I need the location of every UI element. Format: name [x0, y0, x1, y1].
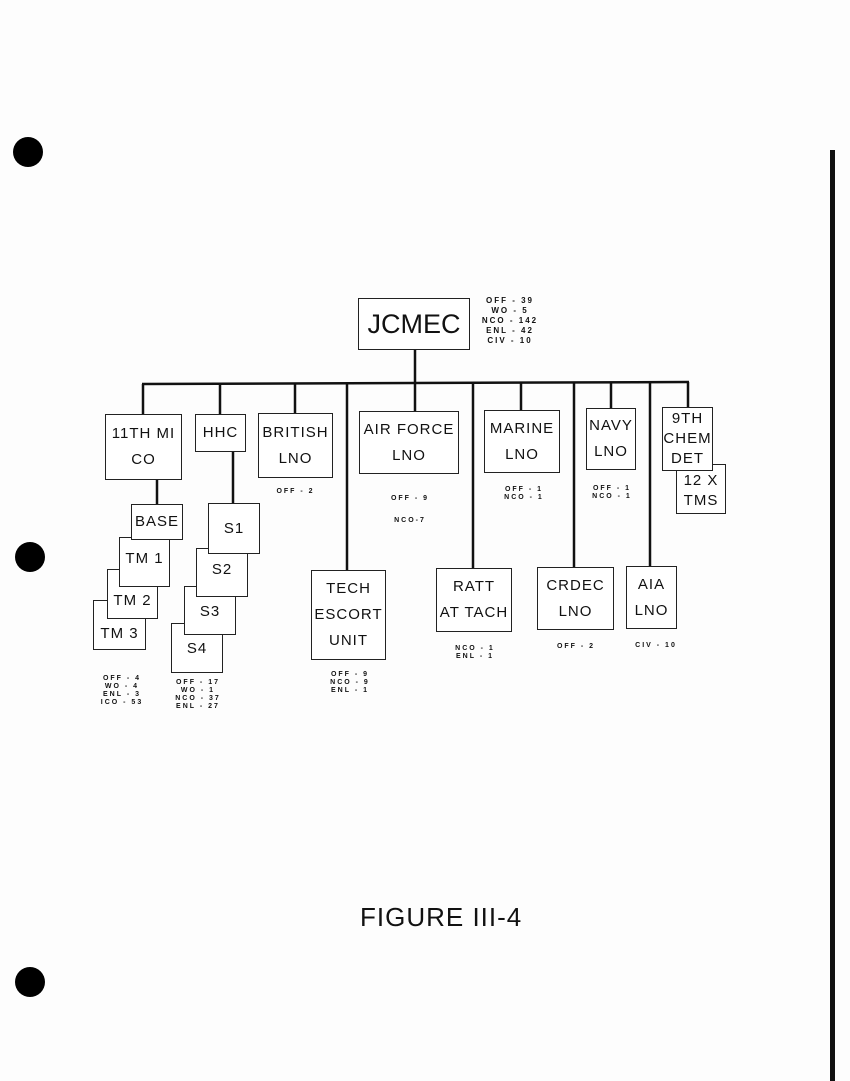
- label-text: ENL - 1: [456, 653, 494, 660]
- label-text: S3: [199, 603, 221, 620]
- label-text: WO - 4: [104, 683, 140, 690]
- label-text: CIV - 10: [635, 642, 677, 649]
- label-text: LNO: [558, 602, 593, 620]
- label-text: NCO - 1: [592, 493, 632, 500]
- label-text: MARINE: [489, 419, 555, 437]
- label-text: RATT: [452, 578, 496, 595]
- label-text: CRDEC: [546, 576, 605, 594]
- label-text: BRITISH: [262, 423, 329, 441]
- label-text: NCO - 142: [481, 316, 539, 325]
- connector-main-bar: [141, 380, 690, 386]
- british-stats: OFF - 2: [268, 488, 323, 496]
- label-text: WO - 5: [491, 306, 529, 315]
- label-text: CHEM: [663, 430, 712, 447]
- label-text: TM 2: [113, 592, 152, 609]
- label-text: OFF - 4: [102, 675, 142, 682]
- label-text: OFF - 39: [485, 296, 534, 305]
- label-text: ESCORT: [314, 606, 383, 623]
- label-text: TM 3: [100, 625, 139, 642]
- base-box: BASE: [131, 504, 183, 540]
- label-text: HHC: [202, 424, 239, 441]
- label-text: TMS: [683, 492, 719, 509]
- label-text: CIV - 10: [487, 336, 533, 345]
- ratt-attach-box: RATT AT TACH: [436, 568, 512, 632]
- label-text: AIA: [637, 575, 666, 593]
- s2-box: S2: [196, 548, 248, 597]
- label-text: OFF - 9: [390, 495, 430, 502]
- label-text: NCO-7: [394, 517, 426, 524]
- air-force-lno-box: AIR FORCE LNO: [359, 411, 459, 474]
- label-text: ENL - 1: [331, 687, 369, 694]
- 12x-tms-box: 12 X TMS: [676, 464, 726, 514]
- punch-hole: [15, 967, 45, 997]
- s1-box: S1: [208, 503, 260, 554]
- label-text: 12 X: [683, 472, 719, 489]
- label-text: 9TH: [671, 410, 704, 427]
- marine-lno-box: MARINE LNO: [484, 410, 560, 473]
- tech-escort-unit-box: TECH ESCORT UNIT: [311, 570, 386, 660]
- aia-stats: CIV - 10: [626, 642, 686, 650]
- label-text: NCO - 9: [330, 679, 370, 686]
- navy-lno-box: NAVY LNO: [586, 408, 636, 470]
- label-text: ENL - 42: [486, 326, 534, 335]
- label-text: TECH: [326, 580, 371, 597]
- label-text: AT TACH: [439, 604, 509, 621]
- figure-caption: FIGURE III-4: [360, 902, 523, 932]
- label-text: ICO - 53: [100, 699, 144, 706]
- label-text: OFF - 9: [330, 671, 370, 678]
- tm1-box: TM 1: [119, 537, 170, 587]
- label-text: NCO - 37: [175, 695, 221, 702]
- label-text: LNO: [634, 601, 669, 619]
- aia-lno-box: AIA LNO: [626, 566, 677, 629]
- label-text: OFF - 17: [175, 679, 220, 686]
- 11th-mi-co-box: 11TH MI CO: [105, 414, 182, 480]
- scan-edge-bar: [830, 150, 835, 1081]
- label-text: WO - 1: [180, 687, 216, 694]
- label-text: LNO: [594, 443, 628, 460]
- label-text: DET: [671, 450, 704, 467]
- label-text: LNO: [392, 446, 426, 464]
- label-text: NCO - 1: [455, 645, 495, 652]
- punch-hole: [13, 137, 43, 167]
- crdec-lno-box: CRDEC LNO: [537, 567, 614, 630]
- label-text: S1: [223, 519, 245, 537]
- label-text: OFF - 1: [592, 485, 632, 492]
- crdec-stats: OFF - 2: [546, 643, 606, 651]
- label-text: LNO: [278, 449, 313, 467]
- unit-label: JCMEC: [367, 309, 461, 339]
- jcmec-box: JCMEC: [358, 298, 470, 350]
- label-text: BASE: [134, 513, 180, 530]
- label-text: AIR FORCE: [363, 420, 455, 438]
- label-text: NCO - 1: [504, 494, 544, 501]
- british-lno-box: BRITISH LNO: [258, 413, 333, 478]
- label-text: OFF - 2: [276, 488, 315, 495]
- label-text: ENL - 3: [103, 691, 141, 698]
- 9th-chem-det-box: 9TH CHEM DET: [662, 407, 713, 471]
- label-text: 11TH MI: [111, 425, 176, 442]
- label-text: LNO: [505, 445, 539, 463]
- label-text: NAVY: [589, 417, 633, 434]
- label-text: OFF - 1: [504, 486, 544, 493]
- label-text: OFF - 2: [556, 643, 596, 650]
- label-text: ENL - 27: [176, 703, 220, 710]
- label-text: S4: [186, 640, 208, 657]
- label-text: S2: [211, 561, 233, 578]
- label-text: UNIT: [329, 632, 368, 649]
- punch-hole: [15, 542, 45, 572]
- hhc-box: HHC: [195, 414, 246, 452]
- label-text: CO: [131, 451, 156, 468]
- label-text: TM 1: [125, 550, 164, 567]
- air-force-stats: OFF - 9 NCO-7: [380, 488, 440, 532]
